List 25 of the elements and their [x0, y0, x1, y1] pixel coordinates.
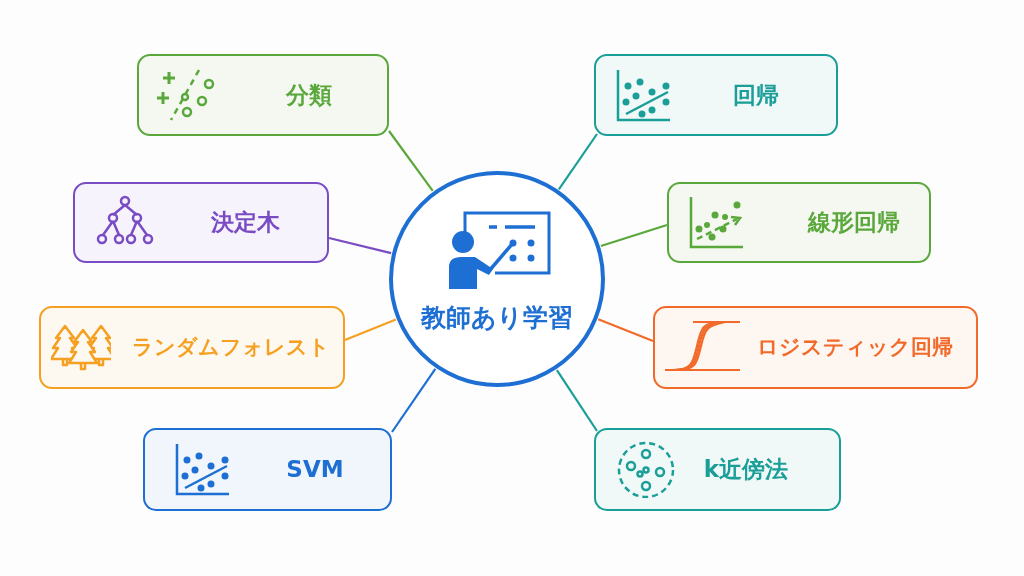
method-box	[667, 182, 931, 263]
method-box	[137, 54, 389, 136]
method-label: 決定木	[210, 210, 280, 234]
method-box	[653, 306, 978, 389]
topic-label: 教師あり学習	[419, 305, 574, 330]
connector-line	[344, 318, 397, 342]
connector-line	[557, 133, 598, 190]
method-label: 回帰	[733, 83, 779, 106]
method-box	[39, 306, 345, 389]
method-label: 線形回帰	[808, 210, 900, 234]
method-label: SVM	[286, 457, 344, 481]
method-label: k近傍法	[703, 457, 789, 481]
connector-line	[556, 369, 598, 432]
method-label: ロジスティック回帰	[757, 336, 953, 358]
connector-line	[391, 368, 437, 433]
connector-line	[328, 236, 392, 255]
method-box	[594, 54, 838, 136]
method-box	[73, 182, 329, 263]
connector-line	[597, 318, 654, 343]
method-box	[594, 428, 841, 511]
connector-line	[600, 223, 668, 248]
connector-line	[388, 130, 434, 192]
method-label: ランダムフォレスト	[132, 336, 330, 358]
method-label: 分類	[286, 83, 332, 106]
method-box	[143, 428, 392, 511]
